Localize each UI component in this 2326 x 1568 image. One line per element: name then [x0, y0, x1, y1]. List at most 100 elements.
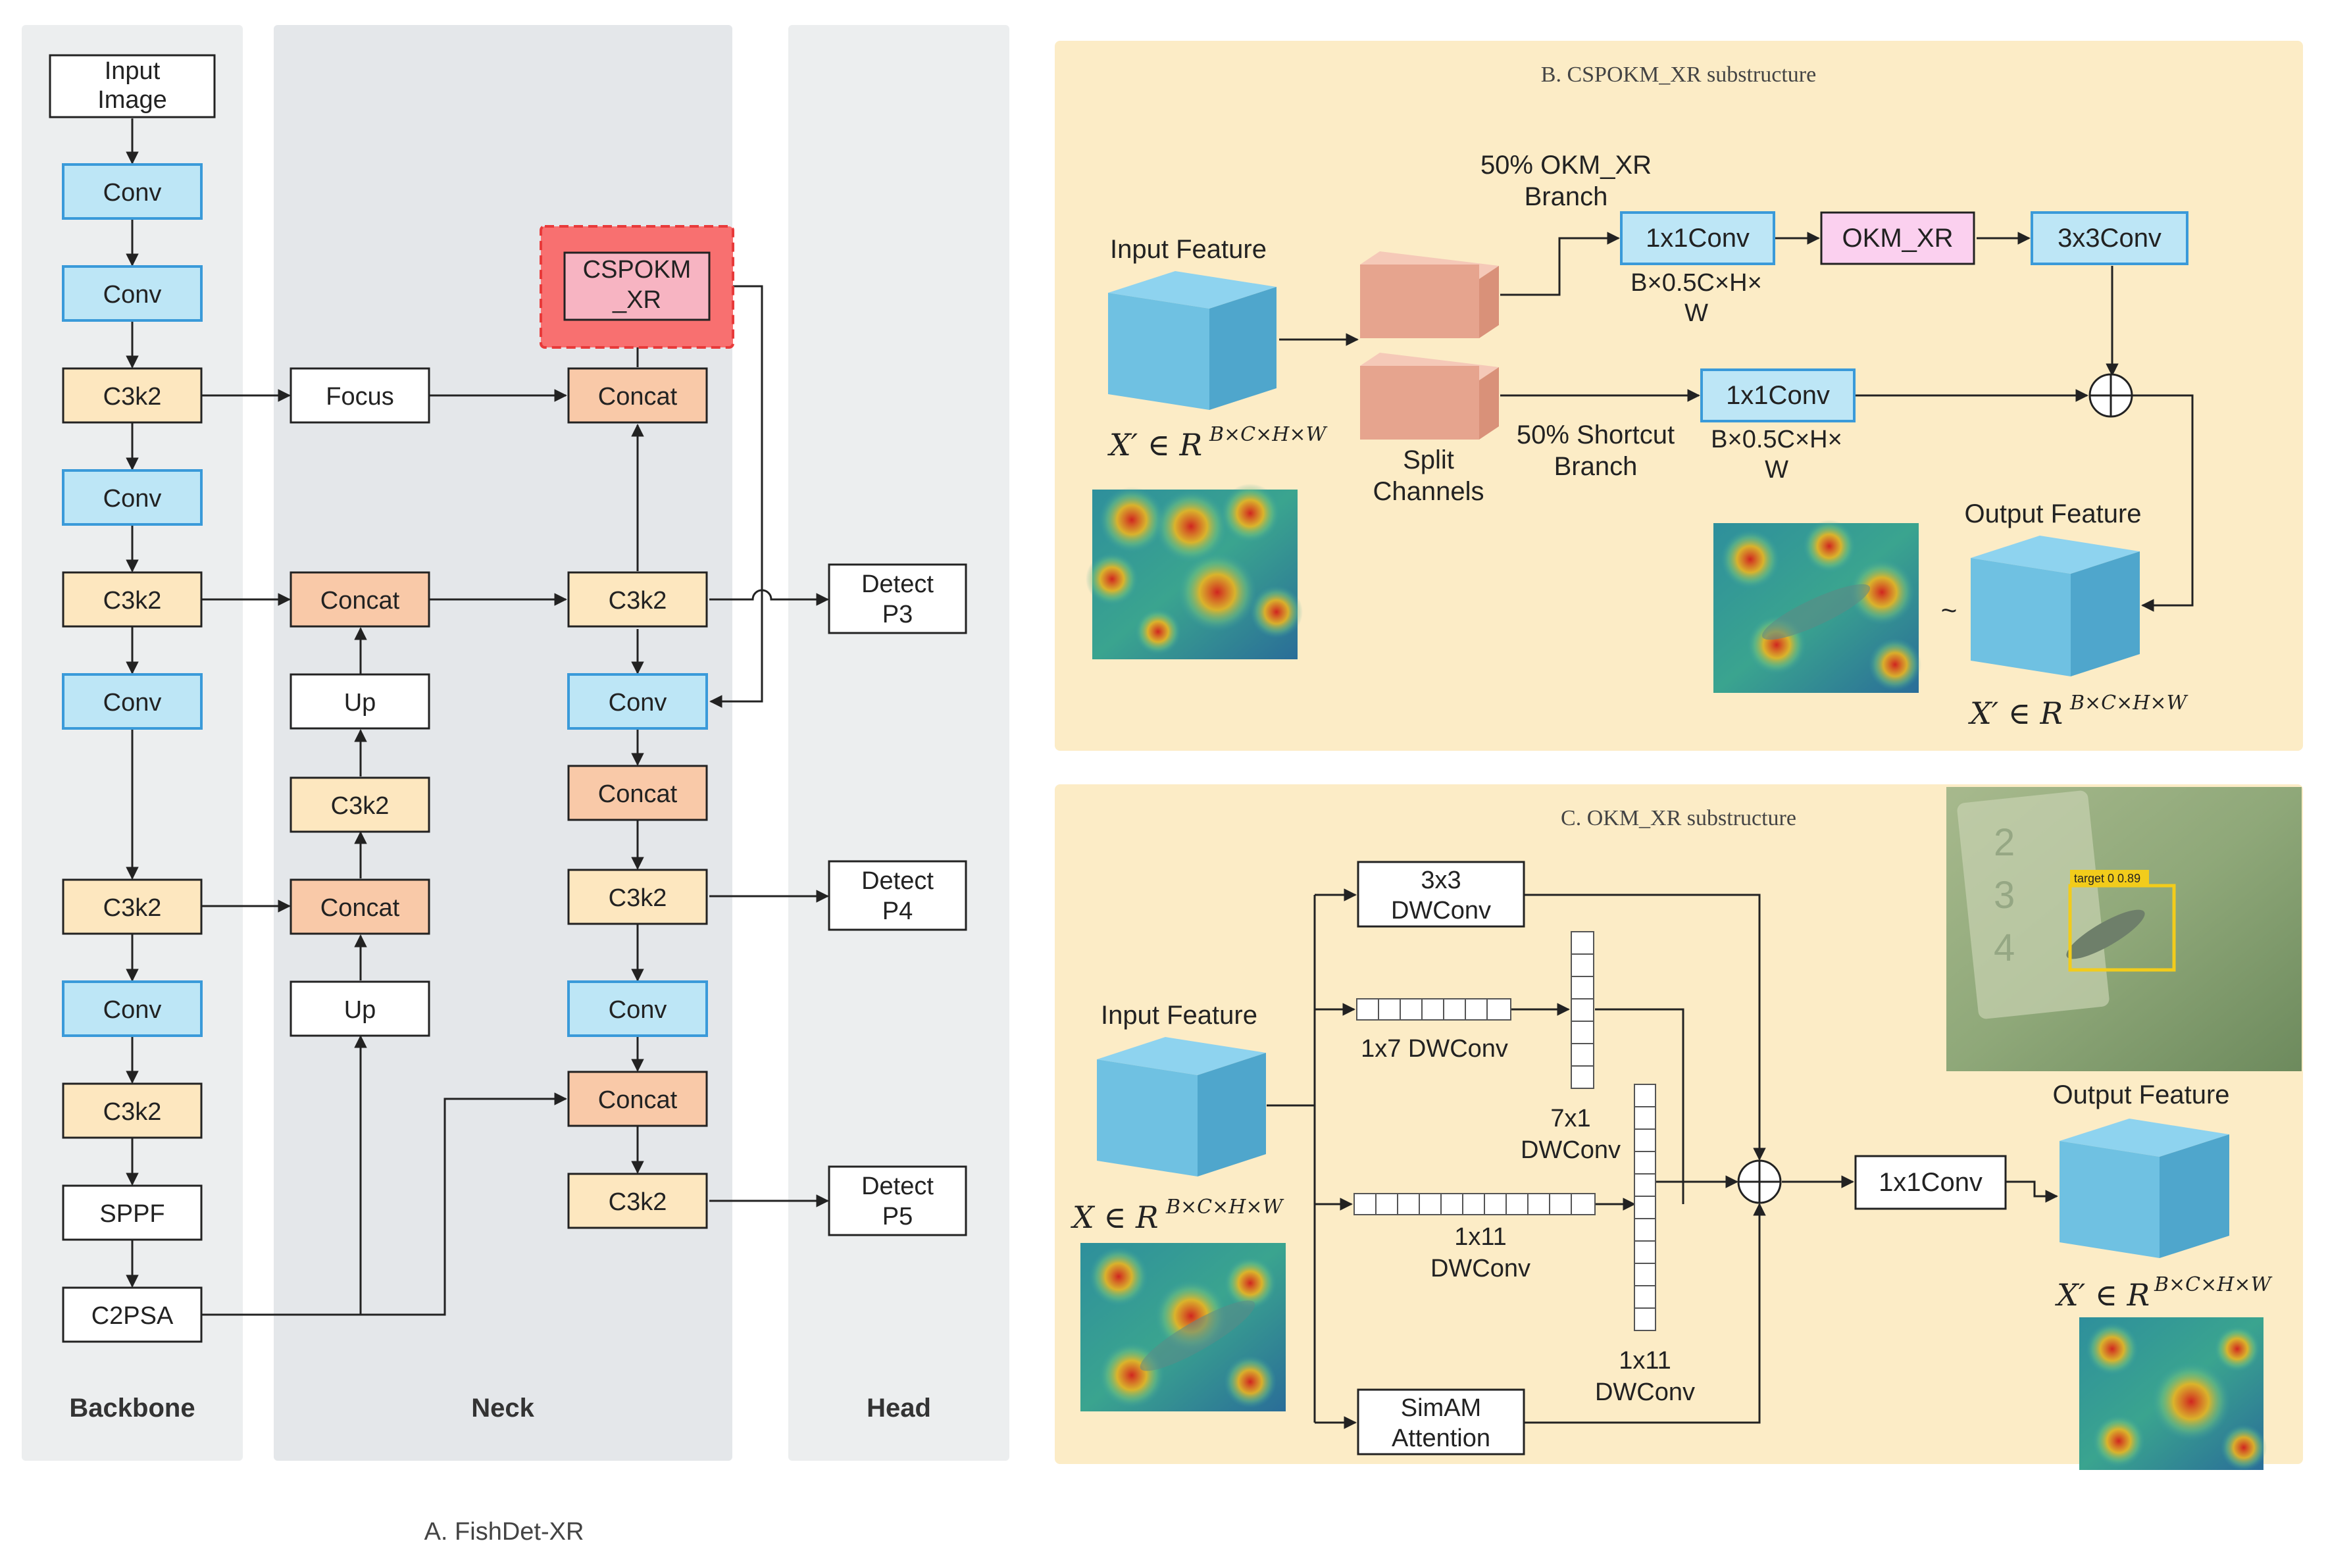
- panel-c-dw71-label-1: 7x1: [1550, 1105, 1590, 1132]
- panel-b-okm-label: OKM_XR: [1842, 224, 1954, 253]
- neck-up-b-label: Up: [344, 996, 376, 1024]
- head-nodes: Detect P3 Detect P4 Detect P5: [828, 563, 967, 1236]
- neck-concat-d: [567, 1071, 708, 1127]
- panel-c-7x1-strip: [1571, 931, 1594, 1089]
- panel-b-input-sup: B×C×H×W: [1209, 423, 1328, 446]
- panel-b-output-sup: B×C×H×W: [2069, 692, 2188, 715]
- neck-conv-2-label: Conv: [609, 996, 667, 1024]
- panel-c-conv1-label: 1x1Conv: [1879, 1168, 1983, 1197]
- panel-c-1x7-strip: [1356, 998, 1511, 1021]
- panel-c-dw3-label-1: 3x3: [1421, 867, 1461, 894]
- neck-up-b: [290, 980, 430, 1037]
- neck-concat-top-label: Concat: [598, 383, 678, 411]
- input-image-label-2: Image: [97, 86, 167, 114]
- panel-c-output-label: Output Feature: [2052, 1080, 2229, 1109]
- photo-glyph-4: 4: [1994, 926, 2015, 969]
- backbone-c3k2-1: [62, 367, 203, 424]
- head-column: [788, 25, 1009, 1461]
- panel-c-dw3: [1357, 861, 1525, 928]
- panel-b-tilde: ~: [1941, 595, 1958, 626]
- panel-c-input-sup: B×C×H×W: [1165, 1196, 1284, 1219]
- neck-nodes: Focus Concat Up C3k2 Concat Up CSPOKM _X…: [290, 225, 734, 1229]
- backbone-conv-4: [62, 673, 203, 730]
- panel-c-dw17-label: 1x7 DWConv: [1361, 1035, 1508, 1063]
- panel-c-input-heatmap: [1080, 1243, 1286, 1411]
- neck-concat-d-label: Concat: [598, 1086, 678, 1114]
- detect-p5-label-1: Detect: [861, 1173, 934, 1200]
- panel-b-input-math: X′ ∈ R: [1107, 427, 1202, 463]
- panel-c-title: C. OKM_XR substructure: [1561, 806, 1796, 830]
- neck-cspokm-label-2: _XR: [612, 286, 661, 314]
- panel-c-dw111-label-1: 1x11: [1454, 1223, 1507, 1251]
- panel-c-conv1: [1854, 1155, 2007, 1210]
- detect-p3-label-2: P3: [882, 601, 913, 628]
- panel-b-title: B. CSPOKM_XR substructure: [1541, 63, 1816, 87]
- panel-c-11x1-strip: [1634, 1084, 1656, 1331]
- panel-b-split-label-2: Channels: [1373, 477, 1484, 506]
- detect-p3: [828, 563, 967, 634]
- detect-p4: [828, 860, 967, 931]
- neck-c3k2-p5: [567, 1173, 708, 1229]
- backbone-conv-3: [62, 469, 203, 526]
- panel-b-okm-xr: [1820, 211, 1975, 265]
- panel-b-shortcut-label-1: 50% Shortcut: [1517, 420, 1675, 449]
- column-title-backbone: Backbone: [69, 1394, 195, 1423]
- panel-b-okm-branch-label-1: 50% OKM_XR: [1480, 151, 1652, 180]
- panel-c-dw11v-label-1: 1x11: [1619, 1347, 1671, 1375]
- backbone-conv-1-label: Conv: [103, 179, 162, 207]
- backbone-c2psa-label: C2PSA: [91, 1302, 174, 1330]
- backbone-c3k2-1-label: C3k2: [103, 383, 162, 411]
- column-title-head: Head: [867, 1394, 931, 1423]
- backbone-c3k2-2-label: C3k2: [103, 587, 162, 615]
- neck-up-a: [290, 673, 430, 730]
- panel-c-simam-label-1: SimAM: [1401, 1394, 1481, 1422]
- detect-p5-label-2: P5: [882, 1203, 913, 1230]
- detect-p3-label-1: Detect: [861, 570, 934, 598]
- panel-c-detection-tag: target 0 0.89: [2074, 872, 2140, 885]
- photo-glyph-3: 3: [1994, 874, 2015, 917]
- backbone-conv-4-label: Conv: [103, 689, 162, 717]
- panel-c-output-cube: [2060, 1119, 2229, 1258]
- backbone-conv-3-label: Conv: [103, 485, 162, 513]
- panel-b-input-label: Input Feature: [1110, 235, 1267, 264]
- neck-cspokm-xr: [563, 251, 711, 321]
- panel-c-dw111-label-2: DWConv: [1430, 1255, 1530, 1282]
- backbone-sppf-label: SPPF: [99, 1200, 164, 1228]
- panel-c-output-heatmap: [2079, 1317, 2267, 1471]
- neck-concat-b: [290, 878, 430, 935]
- neck-conv-1-label: Conv: [609, 689, 667, 717]
- backbone-c3k2-4-label: C3k2: [103, 1098, 162, 1126]
- neck-c3k2-p3-label: C3k2: [609, 587, 667, 615]
- neck-c3k2-p4: [567, 869, 708, 925]
- panel-c-connectors: [1267, 888, 2058, 1429]
- neck-concat-top: [567, 367, 708, 424]
- panel-b-split-blocks: [1360, 251, 1499, 440]
- backbone-c3k2-2: [62, 571, 203, 628]
- panel-c-add-icon: [1737, 1159, 1782, 1204]
- neck-focus: [290, 367, 430, 424]
- photo-glyph-2: 2: [1994, 821, 2015, 864]
- panel-b-conv3-label: 3x3Conv: [2058, 224, 2162, 253]
- panel-b-input-heatmap: [1086, 484, 1303, 659]
- neck-focus-label: Focus: [326, 383, 393, 411]
- neck-c3k2-p3: [567, 571, 708, 628]
- panel-b-output-heatmap: [1713, 520, 1921, 693]
- panel-b-dims-bottom-1: B×0.5C×H×: [1711, 426, 1842, 453]
- panel-b-output-label: Output Feature: [1964, 499, 2141, 528]
- backbone-c2psa: [62, 1286, 203, 1343]
- neck-c3k2-p5-label: C3k2: [609, 1188, 667, 1216]
- panel-c-input-math: X ∈ R: [1071, 1200, 1159, 1235]
- panel-b-output-math: X′ ∈ R: [1968, 695, 2063, 731]
- panel-b-conv-bottom: [1700, 368, 1856, 422]
- panel-b-conv-top: [1620, 211, 1775, 265]
- panel-c-output-sup: B×C×H×W: [2154, 1273, 2273, 1296]
- detect-p4-label-1: Detect: [861, 867, 934, 895]
- panel-b-add-icon: [2088, 373, 2133, 418]
- neck-concat-a-label: Concat: [320, 587, 400, 615]
- panel-b-okm-branch-label-2: Branch: [1525, 182, 1608, 211]
- backbone-c3k2-4: [62, 1082, 203, 1139]
- panel-c-input-label: Input Feature: [1101, 1001, 1257, 1030]
- backbone-sppf: [62, 1184, 203, 1241]
